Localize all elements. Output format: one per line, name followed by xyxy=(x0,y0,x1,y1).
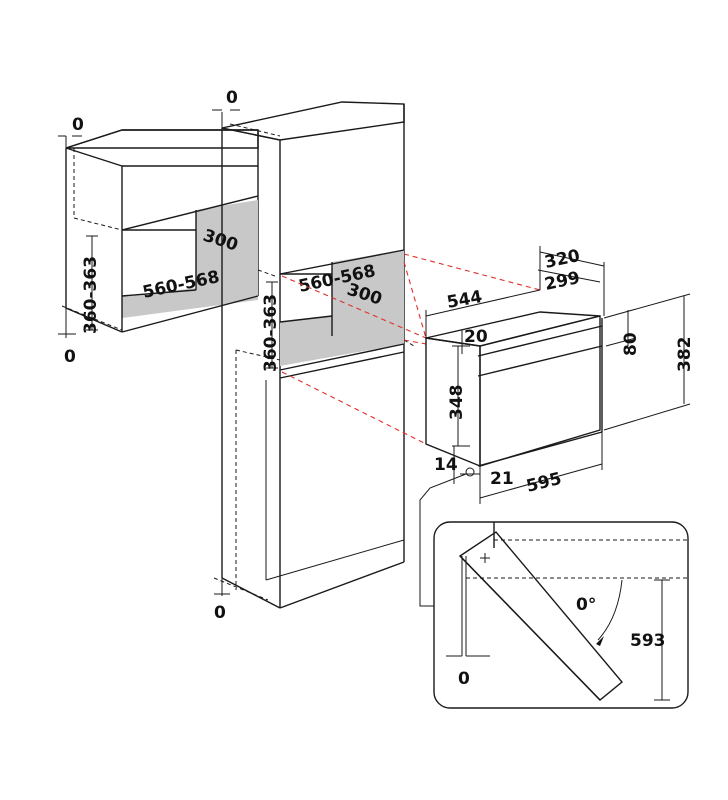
oven-top-offset-label: 20 xyxy=(464,327,488,347)
door-angle-label: 0° xyxy=(576,595,596,615)
wall-niche-back xyxy=(196,200,258,296)
oven-body-depth-label: 544 xyxy=(445,287,484,313)
door-leaf xyxy=(458,531,623,701)
tall-cab-bottom-gap-label: 0 xyxy=(214,603,226,623)
tall-niche-height-label: 360-363 xyxy=(261,294,281,372)
wall-cab-bottom-gap-label: 0 xyxy=(64,347,76,367)
oven-total-height-label: 382 xyxy=(675,337,695,373)
wall-niche-height-label: 360-363 xyxy=(81,256,101,334)
oven-front-offset-label: 21 xyxy=(490,469,514,489)
oven-side-offset-label: 14 xyxy=(434,455,458,475)
hinge-callout-icon xyxy=(465,467,475,477)
door-detail-panel xyxy=(433,521,689,709)
tall-cab-top-gap-label: 0 xyxy=(226,88,238,108)
oven-width-label: 595 xyxy=(524,469,563,497)
wall-cabinet xyxy=(58,129,276,338)
tall-niche-back xyxy=(332,250,404,336)
oven-panel-height-label: 80 xyxy=(621,332,641,356)
oven-body-height-label: 348 xyxy=(447,385,467,421)
door-gap-label: 0 xyxy=(458,669,470,689)
alignment-guides xyxy=(281,253,541,445)
tall-cabinet xyxy=(212,101,415,609)
door-open-height-label: 593 xyxy=(630,631,666,651)
oven-unit xyxy=(419,246,691,607)
wall-cab-top-gap-label: 0 xyxy=(72,115,84,135)
